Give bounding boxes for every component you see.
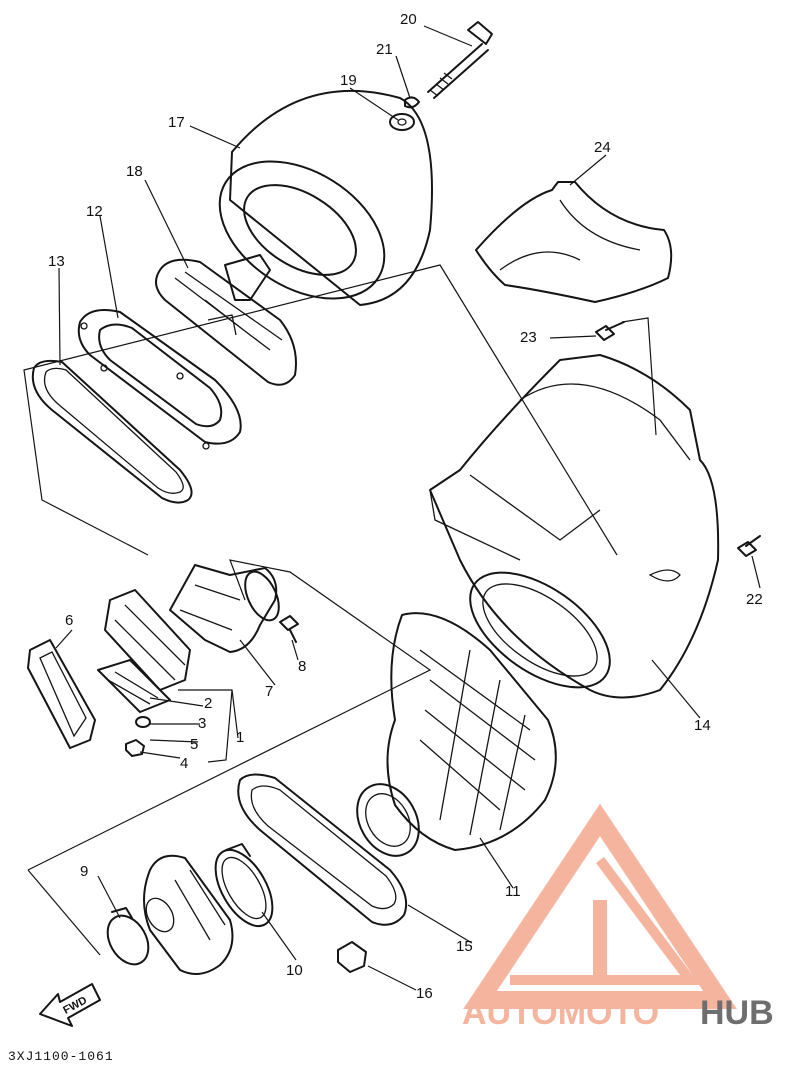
callout-5: 5 — [190, 736, 198, 753]
upper-group-frame — [23, 264, 618, 556]
callout-24: 24 — [594, 139, 611, 156]
drawing-code: 3XJ1100-1061 — [8, 1049, 114, 1064]
callout-16: 16 — [416, 985, 433, 1002]
callout-3: 3 — [198, 715, 206, 732]
air-box-part — [429, 354, 720, 699]
lower-group-frame-2 — [27, 869, 101, 956]
watermark-text-auto: AUTOMOTO — [462, 994, 659, 1032]
callout-1: 1 — [236, 729, 244, 746]
boot-frame-part — [237, 773, 408, 926]
callout-22: 22 — [746, 591, 763, 608]
callout-7: 7 — [265, 683, 273, 700]
callout-13: 13 — [48, 253, 65, 270]
filter-guide-part — [155, 254, 297, 386]
callout-12: 12 — [86, 203, 103, 220]
callout-labels: 1 2 3 4 5 6 7 8 9 10 11 12 13 14 15 16 1… — [48, 11, 763, 1002]
bolt-23-part — [595, 321, 625, 341]
manifold-part — [169, 564, 280, 653]
clamp-10-part — [214, 843, 274, 927]
callout-15: 15 — [456, 938, 473, 955]
watermark-text-hub: HUB — [700, 994, 774, 1032]
callout-2: 2 — [204, 695, 212, 712]
callout-18: 18 — [126, 163, 143, 180]
fwd-arrow-icon: FWD — [39, 983, 101, 1027]
washer-part — [389, 113, 415, 131]
reed-gasket-part — [27, 639, 96, 749]
callout-20: 20 — [400, 11, 417, 28]
callout-23: 23 — [520, 329, 537, 346]
callout-14: 14 — [694, 717, 711, 734]
bolt-22-part — [737, 535, 761, 557]
callout-4: 4 — [180, 755, 188, 772]
callout-10: 10 — [286, 962, 303, 979]
carburetor-part — [143, 854, 234, 975]
clip-part — [337, 941, 367, 973]
bolt-8-part — [279, 615, 299, 643]
air-box-cover-part — [475, 181, 673, 303]
watermark-logo: AUTOMOTO HUB — [462, 803, 774, 1032]
air-boot-part — [356, 612, 557, 857]
callout-6: 6 — [65, 612, 73, 629]
callout-19: 19 — [340, 72, 357, 89]
reed-hardware-part — [125, 716, 151, 757]
air-filter-element-part — [218, 89, 433, 306]
reed-valve-part — [97, 589, 191, 713]
leader-lines — [55, 25, 761, 991]
callout-17: 17 — [168, 114, 185, 131]
gasket-part — [31, 359, 193, 504]
callout-9: 9 — [80, 863, 88, 880]
callout-21: 21 — [376, 41, 393, 58]
callout-8: 8 — [298, 658, 306, 675]
filter-case-joint-part — [77, 309, 242, 450]
callout-11: 11 — [505, 883, 521, 900]
lower-group-frame — [27, 559, 432, 871]
wing-bolt-part — [427, 21, 493, 99]
